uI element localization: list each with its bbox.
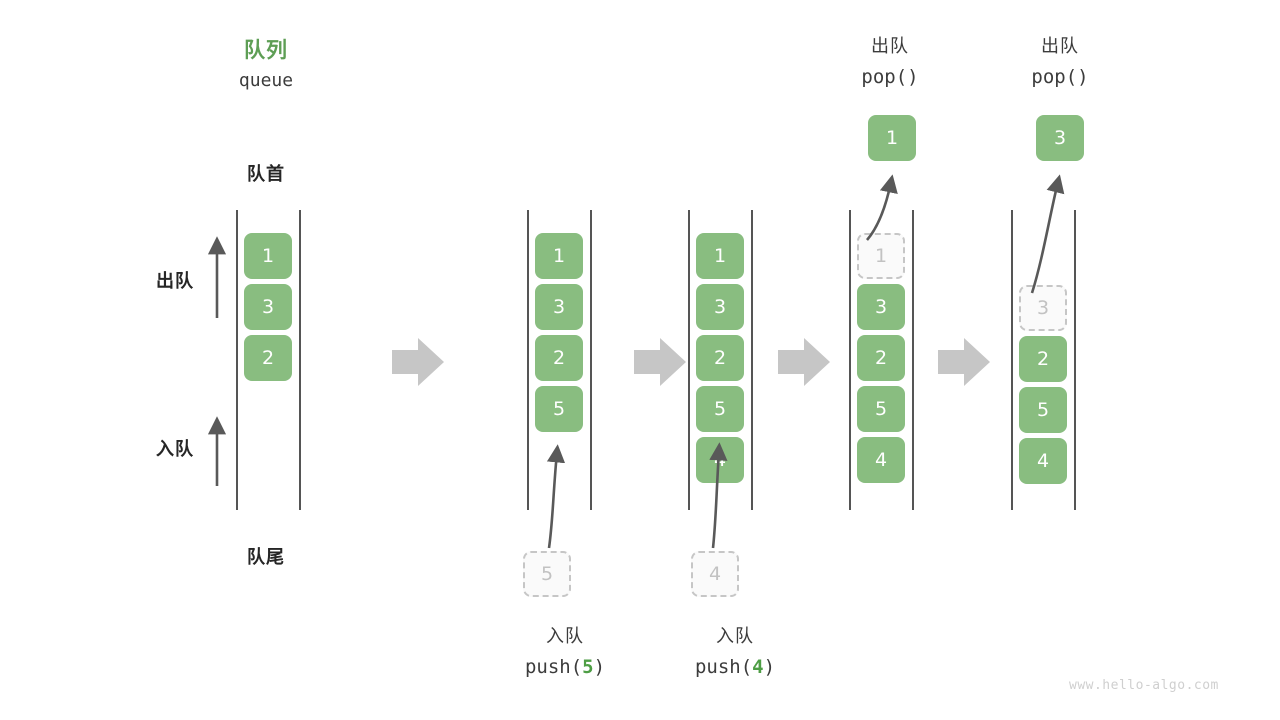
step-arrow-1-icon xyxy=(392,338,444,386)
incoming-cell-step-2: 5 xyxy=(523,551,571,597)
queue-cell: 5 xyxy=(1019,387,1067,433)
queue-cell: 4 xyxy=(696,437,744,483)
code-prefix: push( xyxy=(694,656,753,678)
queue-cell: 4 xyxy=(1019,438,1067,484)
queue-cells-step-2: 1 3 2 5 xyxy=(535,233,583,432)
popped-cell: 1 xyxy=(868,115,916,161)
queue-cell: 2 xyxy=(857,335,905,381)
rail-right-step-1 xyxy=(299,210,301,510)
queue-cells-step-3: 1 3 2 5 4 xyxy=(696,233,744,483)
queue-cell: 3 xyxy=(244,284,292,330)
queue-cell: 2 xyxy=(244,335,292,381)
enqueue-direction-label: 入队 xyxy=(156,439,194,460)
rail-left-step-1 xyxy=(236,210,238,510)
incoming-cell-step-3: 4 xyxy=(691,551,739,597)
caption-code-step-2: push(5) xyxy=(495,656,635,678)
dequeue-direction-label: 出队 xyxy=(156,271,194,292)
step-arrow-2-icon xyxy=(634,338,686,386)
popped-cell-step-5: 3 xyxy=(1036,115,1084,161)
queue-cells-step-5: 3 2 5 4 xyxy=(1019,285,1067,484)
code-prefix: push( xyxy=(524,656,583,678)
caption-code-step-5: pop() xyxy=(990,66,1130,88)
queue-cell: 1 xyxy=(244,233,292,279)
code-prefix: pop( xyxy=(1031,66,1078,88)
code-arg: 5 xyxy=(582,656,594,678)
rear-label: 队尾 xyxy=(247,547,285,568)
queue-cell-ghost: 3 xyxy=(1019,285,1067,331)
queue-cell: 5 xyxy=(696,386,744,432)
incoming-cell: 4 xyxy=(691,551,739,597)
queue-cell: 1 xyxy=(696,233,744,279)
caption-cn-step-3: 入队 xyxy=(716,626,754,647)
code-arg: 4 xyxy=(752,656,764,678)
rail-left-step-2 xyxy=(527,210,529,510)
queue-cells-step-1: 1 3 2 xyxy=(244,233,292,381)
rail-right-step-5 xyxy=(1074,210,1076,510)
front-label: 队首 xyxy=(247,164,285,185)
caption-cn-step-4: 出队 xyxy=(871,36,909,57)
rail-right-step-4 xyxy=(912,210,914,510)
queue-cell: 2 xyxy=(535,335,583,381)
caption-cn-step-2: 入队 xyxy=(546,626,584,647)
queue-cell: 1 xyxy=(535,233,583,279)
rail-right-step-3 xyxy=(751,210,753,510)
rail-left-step-3 xyxy=(688,210,690,510)
incoming-cell: 5 xyxy=(523,551,571,597)
queue-title-en: queue xyxy=(238,70,294,91)
caption-cn-step-5: 出队 xyxy=(1041,36,1079,57)
step-arrow-4-icon xyxy=(938,338,990,386)
push-5-arrow-icon xyxy=(546,444,566,549)
queue-title-cn: 队列 xyxy=(244,38,288,62)
code-suffix: ) xyxy=(763,656,776,678)
code-prefix: pop( xyxy=(861,66,908,88)
code-suffix: ) xyxy=(907,66,919,88)
rail-left-step-5 xyxy=(1011,210,1013,510)
rail-right-step-2 xyxy=(590,210,592,510)
popped-cell-step-4: 1 xyxy=(868,115,916,161)
caption-code-step-3: push(4) xyxy=(665,656,805,678)
queue-cell: 3 xyxy=(696,284,744,330)
queue-cell: 4 xyxy=(857,437,905,483)
queue-cell: 2 xyxy=(696,335,744,381)
watermark: www.hello-algo.com xyxy=(1069,678,1219,693)
popped-cell: 3 xyxy=(1036,115,1084,161)
queue-cell: 5 xyxy=(857,386,905,432)
queue-cell: 2 xyxy=(1019,336,1067,382)
queue-cell-ghost: 1 xyxy=(857,233,905,279)
rail-left-step-4 xyxy=(849,210,851,510)
pop-3-arrow-icon xyxy=(1030,174,1065,294)
pop-1-arrow-icon xyxy=(866,174,898,241)
queue-cell: 5 xyxy=(535,386,583,432)
code-suffix: ) xyxy=(593,656,606,678)
queue-cells-step-4: 1 3 2 5 4 xyxy=(857,233,905,483)
caption-code-step-4: pop() xyxy=(820,66,960,88)
queue-cell: 3 xyxy=(535,284,583,330)
code-suffix: ) xyxy=(1077,66,1089,88)
queue-cell: 3 xyxy=(857,284,905,330)
step-arrow-3-icon xyxy=(778,338,830,386)
